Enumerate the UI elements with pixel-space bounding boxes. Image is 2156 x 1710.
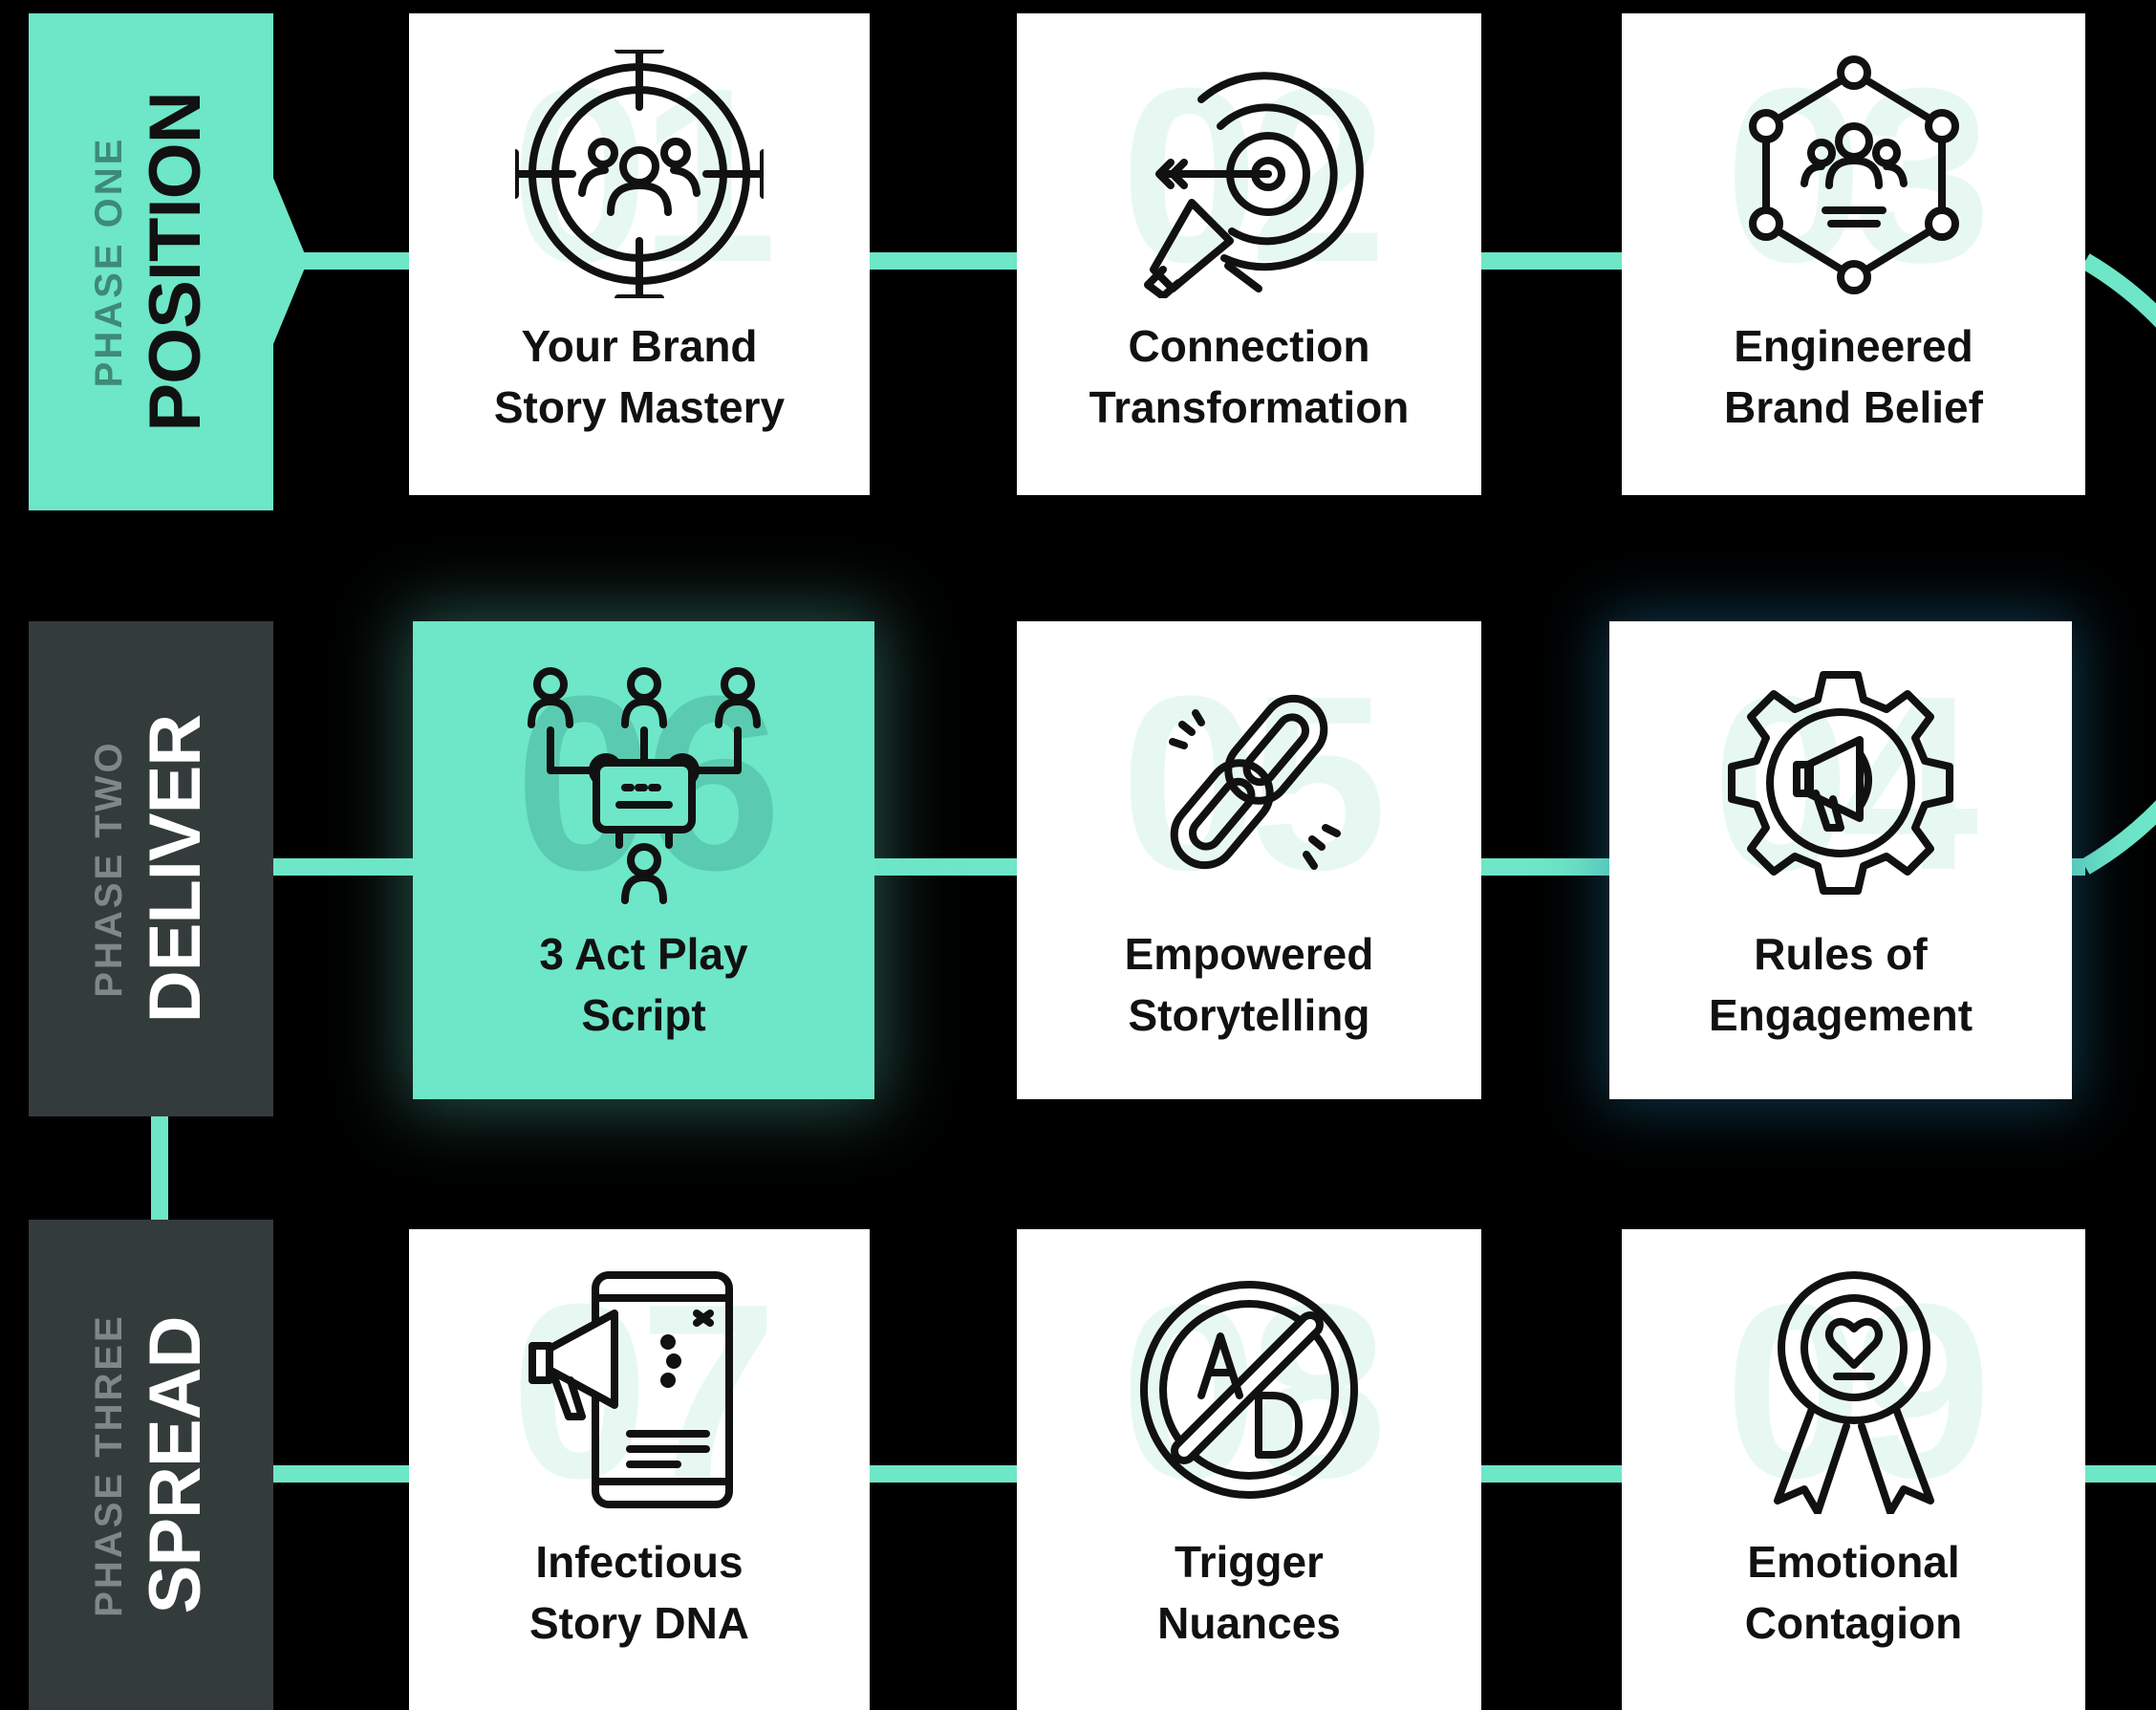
step-number: 04 [1712,645,1978,922]
step-card-02[interactable]: 02 Connection Transformation [1017,13,1481,495]
step-title: Infectious Story DNA [528,1537,750,1648]
step-title: Empowered Storytelling [1124,929,1374,1040]
people-hierarchy-icon [520,658,768,906]
network-people-icon [1730,50,1978,298]
step-card-03[interactable]: 03 Engineered Brand Belief [1622,13,2085,495]
step-title: 3 Act Play Script [539,929,748,1040]
award-ribbon-icon [1730,1266,1978,1516]
phase-one-label: PHASE ONE [88,136,130,388]
no-ads-icon [1125,1266,1373,1514]
connector-curve-right [2081,253,2156,875]
step-title: Rules of Engagement [1708,929,1973,1040]
step-title: Emotional Contagion [1744,1537,1963,1648]
crosshair-people-icon [511,46,767,302]
phase-three-name: SPREAD [135,1316,216,1613]
chain-link-icon [1125,658,1373,906]
step-card-07[interactable]: 07 Infectious Story DNA [409,1229,870,1710]
step-card-06[interactable]: 06 3 Act Play Script [413,621,874,1099]
target-megaphone-icon [1125,50,1373,300]
phone-megaphone-icon [515,1266,764,1514]
phase-one-arrow-shape [29,13,308,510]
step-title: Your Brand Story Mastery [493,321,786,432]
step-card-08[interactable]: 08 Trigger Nuances [1017,1229,1481,1710]
step-card-09[interactable]: 09 Emotional Contagion [1622,1229,2085,1710]
gear-megaphone-icon [1716,658,1965,906]
step-card-05[interactable]: 05 Empowered Storytelling [1017,621,1481,1099]
step-title: Engineered Brand Belief [1724,321,1983,432]
phase-two-banner: PHASE TWO DELIVER [29,621,273,1116]
phase-two-label: PHASE TWO [88,740,130,998]
step-card-04[interactable]: 04 Rules of Engagement [1609,621,2072,1099]
step-number: 07 [510,1253,777,1530]
phase-one-name: POSITION [135,92,216,432]
phase-three-banner: PHASE THREE SPREAD [29,1220,273,1710]
phase-one-banner: PHASE ONE POSITION [29,13,308,510]
phase-three-label: PHASE THREE [88,1312,130,1617]
step-card-01[interactable]: 01 Your Brand Story Mastery [409,13,870,495]
phase-two-name: DELIVER [135,714,216,1024]
step-title: Connection Transformation [1089,321,1410,432]
step-number: 09 [1724,1253,1992,1530]
step-title: Trigger Nuances [1157,1537,1341,1648]
